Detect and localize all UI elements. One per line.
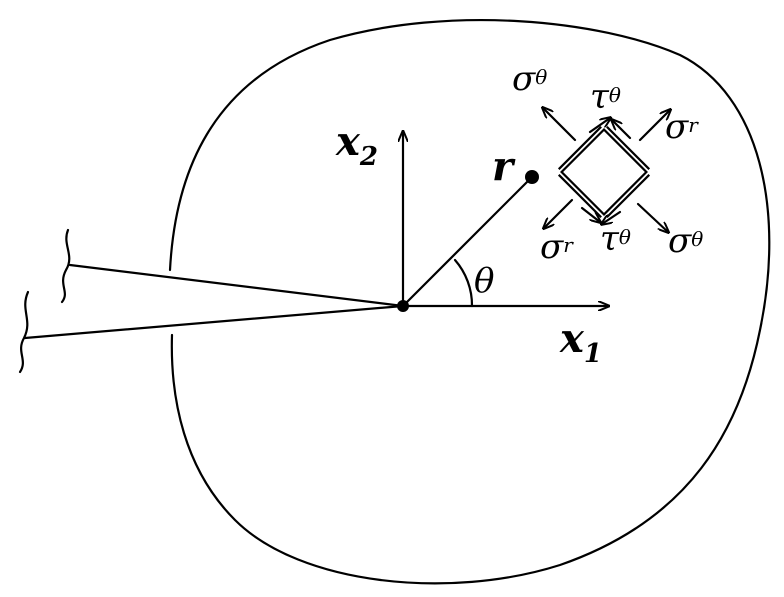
body-outline xyxy=(168,18,771,585)
tau-theta-top-label: τθ xyxy=(590,77,621,117)
tau-theta-top-arrow2 xyxy=(612,120,632,140)
sigma-theta-top-label: σθ xyxy=(512,59,547,99)
tau-theta-top-arrow xyxy=(588,118,610,134)
stress-element xyxy=(557,125,651,219)
x2-axis-label: x2 xyxy=(335,118,378,172)
crack-tip-point xyxy=(397,300,409,312)
crack-upper-face xyxy=(68,263,405,308)
sigma-r-top-label: σr xyxy=(665,107,699,147)
sigma-r-top-arrow xyxy=(638,110,670,142)
sigma-theta-top-arrow xyxy=(543,108,577,142)
x1-axis-label: x1 xyxy=(559,315,602,369)
tau-theta-bottom-arrow xyxy=(580,206,600,222)
sigma-r-bottom-label: σr xyxy=(540,227,574,267)
angle-label: θ xyxy=(474,261,494,301)
radius-label: r xyxy=(492,143,516,190)
sigma-theta-bottom-label: σθ xyxy=(668,221,703,261)
break-line-upper xyxy=(60,228,71,304)
tau-theta-bottom-arrow2 xyxy=(602,210,622,224)
angle-arc xyxy=(453,258,474,308)
tau-theta-bottom-label: τθ xyxy=(600,219,631,259)
break-line-lower xyxy=(18,290,30,374)
radius-line xyxy=(401,175,534,308)
radius-end-point xyxy=(525,170,539,184)
sigma-theta-bottom-arrow xyxy=(636,202,668,232)
crack-lower-face xyxy=(23,304,405,340)
sigma-r-bottom-arrow xyxy=(544,198,574,228)
